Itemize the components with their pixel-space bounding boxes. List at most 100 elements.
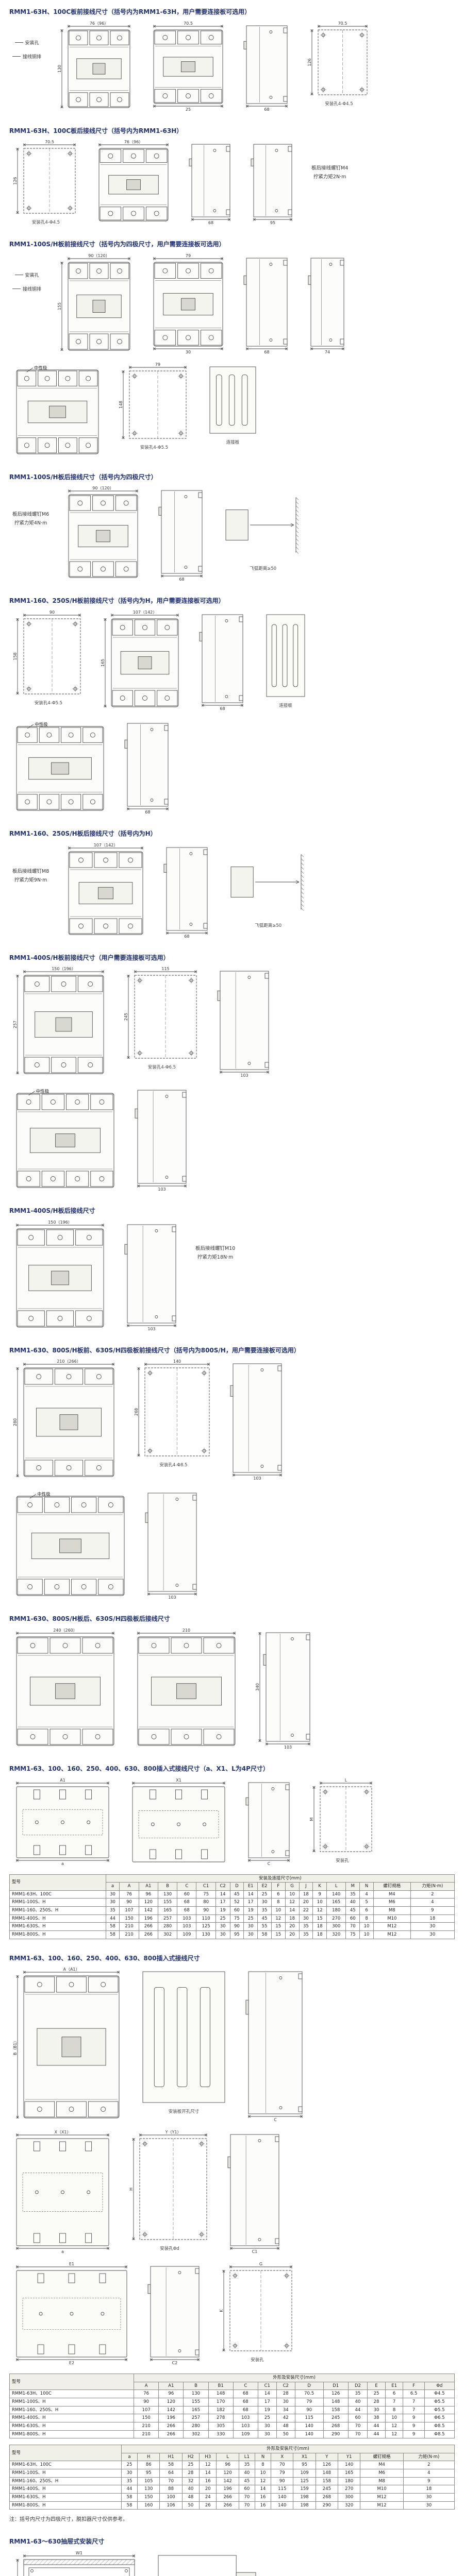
dim-cell: 45: [345, 1906, 360, 1915]
callout-text: 接线铜排: [23, 54, 42, 60]
dim-cell: 30: [276, 2398, 295, 2406]
dim-cell: 4: [403, 2469, 455, 2478]
drawing-shape: [16, 2134, 19, 2137]
drawing-shape: [158, 2555, 237, 2576]
drawing-shape: [56, 1976, 87, 1993]
dim-label: 115: [161, 967, 169, 971]
dim-cell: 330: [208, 2430, 234, 2439]
drawing-shape: [37, 2344, 44, 2354]
drawing-shape: [66, 1374, 72, 1380]
drawing-shape: [108, 1502, 113, 1508]
drawing-shape: [138, 1810, 219, 1838]
drawing-shape: [96, 1465, 102, 1471]
dim-label: 126: [307, 58, 312, 66]
drawing-shape: [213, 149, 217, 152]
dim-cell: 150: [134, 2414, 159, 2422]
dim-cell: 58: [159, 2461, 183, 2469]
drawing-shape: [258, 2139, 261, 2143]
drawing-shape: [33, 1845, 40, 1855]
dim-cell: 30: [121, 2469, 138, 2478]
figure-drawing: 68: [243, 258, 288, 354]
drawing-shape: [24, 1368, 53, 1385]
drawing-shape: [154, 153, 159, 159]
dim-cell: 142: [158, 2405, 184, 2415]
drawing-shape: [155, 1229, 158, 1232]
drawing-shape: [151, 1822, 155, 1826]
drawing-shape: [17, 1368, 19, 1370]
drawing-shape: [248, 1859, 251, 1860]
column-header: C: [233, 2381, 258, 2391]
drawing-shape: [17, 1310, 45, 1327]
drawing-shape: [225, 510, 248, 541]
dim-cell: 198: [293, 2501, 316, 2510]
drawing-shape: [44, 1579, 70, 1595]
drawing-shape: [99, 1099, 105, 1105]
drawing-shape: [248, 2115, 251, 2117]
dim-cell: 18: [312, 1930, 327, 1939]
drawing-shape: [37, 2107, 42, 2112]
dim-cell: 266: [216, 2493, 239, 2502]
dim-cell: 158: [323, 2405, 349, 2415]
drawing-shape: [230, 1385, 234, 1397]
drawing-shape: [101, 1982, 106, 1988]
drawing-shape: [296, 510, 299, 513]
drawing-shape: [106, 2247, 109, 2249]
drawing-shape: [200, 30, 222, 44]
dim-cell: 30: [403, 2493, 455, 2502]
dim-cell: 148: [208, 2389, 234, 2398]
drawing-shape: [196, 2359, 200, 2361]
drawing-shape: [16, 1975, 18, 1978]
drawing-shape: [94, 852, 118, 868]
dim-label: 103: [158, 1187, 165, 1192]
drawing-shape: [191, 219, 194, 221]
drawing-shape: [320, 1783, 323, 1784]
drawing-shape: [153, 258, 156, 260]
drawing-shape: [200, 574, 203, 577]
dim-label: B（B1）: [13, 2039, 18, 2055]
figure-front: 150（196）: [12, 1221, 108, 1331]
drawing-shape: [164, 799, 169, 805]
dim-cell: 96: [158, 2389, 184, 2398]
dim-cell: 17: [215, 1898, 230, 1907]
figure-drawing: 74: [308, 258, 344, 354]
drawing-shape: [39, 2312, 43, 2316]
dim-cell: 70: [159, 2477, 183, 2486]
column-header: E1: [385, 2381, 404, 2391]
dim-cell: 165: [157, 1906, 178, 1915]
drawing-shape: [38, 437, 57, 453]
drawing-shape: [176, 615, 179, 617]
drawing-shape: [132, 1782, 135, 1783]
drawing-shape: [34, 981, 40, 987]
drawing-shape: [69, 852, 93, 868]
drawing-shape: [37, 1982, 42, 1988]
drawing-shape: [61, 348, 63, 350]
drawing-shape: [165, 1176, 169, 1179]
drawing-shape: [96, 97, 102, 102]
figure-front: 240（260）: [12, 1629, 118, 1750]
column-header: H1: [159, 2452, 183, 2462]
drawing-shape: [200, 263, 222, 279]
dim-cell: 320: [338, 2501, 361, 2510]
figure-drawing: GK: [219, 2262, 292, 2351]
note-line: 拧紧力矩4N·m: [14, 520, 47, 527]
dim-cell: 44: [367, 2421, 386, 2431]
dim-label: 148: [119, 401, 123, 409]
drawing-shape: [229, 2266, 233, 2268]
drawing-shape: [150, 799, 154, 802]
figure-front: 90（120）155: [57, 254, 134, 354]
drawing-shape: [62, 1642, 68, 1648]
drawing-shape: [181, 61, 195, 72]
figure-side: 68: [242, 22, 291, 112]
dim-cell: 25: [181, 2461, 200, 2469]
drawing-shape: [119, 852, 142, 868]
drawing-shape: [241, 374, 248, 426]
dim-cell: 140: [271, 2501, 294, 2510]
